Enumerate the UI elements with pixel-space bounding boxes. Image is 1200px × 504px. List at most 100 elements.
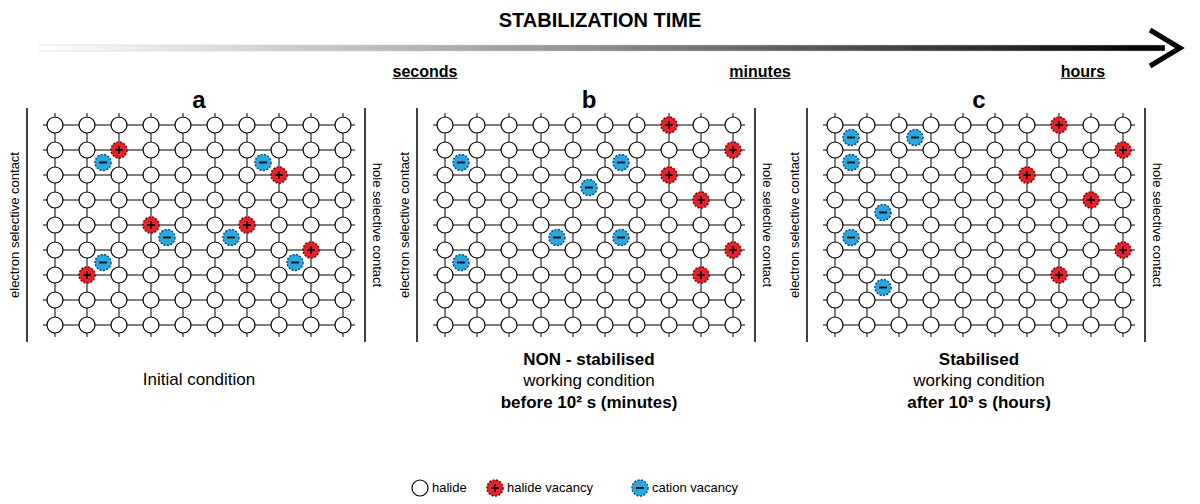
halide-site: [597, 142, 613, 158]
halide-site: [923, 117, 939, 133]
halide-site: [1115, 317, 1131, 333]
halide-site: [891, 167, 907, 183]
halide-site: [987, 192, 1003, 208]
halide-site: [725, 167, 741, 183]
halide-site: [501, 217, 517, 233]
legend-text: halide vacancy: [507, 481, 593, 496]
plus-sign: [1026, 171, 1028, 179]
halide-site: [533, 192, 549, 208]
halide-site: [239, 242, 255, 258]
halide-site: [693, 117, 709, 133]
plus-sign: [1058, 271, 1060, 279]
halide-site: [271, 192, 287, 208]
halide-site: [955, 192, 971, 208]
halide-site: [987, 242, 1003, 258]
halide-site: [79, 217, 95, 233]
halide-site: [437, 167, 453, 183]
halide-vacancy: [661, 117, 677, 133]
halide-site: [303, 117, 319, 133]
halide-site: [437, 317, 453, 333]
halide-site: [923, 292, 939, 308]
halide-site: [565, 267, 581, 283]
halide-vacancy: [1051, 117, 1067, 133]
halide-vacancy: [693, 192, 709, 208]
halide-site: [437, 292, 453, 308]
minus-sign: [847, 137, 855, 139]
halide-site: [469, 292, 485, 308]
halide-site: [271, 267, 287, 283]
halide-site: [629, 192, 645, 208]
halide-site: [1019, 117, 1035, 133]
halide-site: [955, 267, 971, 283]
halide-vacancy: [1019, 167, 1035, 183]
halide-site: [661, 142, 677, 158]
halide-vacancy: [111, 142, 127, 158]
halide-site: [597, 317, 613, 333]
time-arrow-shaft: [40, 45, 1165, 51]
halide-site: [47, 167, 63, 183]
plus-sign: [1090, 196, 1092, 204]
halide-site: [693, 167, 709, 183]
halide-site: [1083, 217, 1099, 233]
contact-label: electron selective contact: [8, 152, 23, 298]
halide-site: [207, 292, 223, 308]
halide-site: [923, 267, 939, 283]
plus-sign: [1058, 121, 1060, 129]
halide-site: [47, 142, 63, 158]
cation-vacancy: [907, 130, 923, 146]
halide-site: [533, 317, 549, 333]
minus-sign: [879, 212, 887, 214]
halide-site: [239, 167, 255, 183]
cation-vacancy: [287, 255, 303, 271]
cation-vacancy: [453, 255, 469, 271]
halide-site: [175, 292, 191, 308]
cation-vacancy: [95, 255, 111, 271]
cation-vacancy: [632, 480, 648, 496]
halide-site: [987, 142, 1003, 158]
plus-sign: [1122, 246, 1124, 254]
halide-site: [923, 217, 939, 233]
halide-site: [79, 142, 95, 158]
halide-site: [79, 242, 95, 258]
halide-site: [111, 267, 127, 283]
halide-vacancy: [1083, 192, 1099, 208]
halide-site: [629, 167, 645, 183]
halide-site: [1051, 192, 1067, 208]
minus-sign: [553, 237, 561, 239]
contact-line: [754, 108, 756, 342]
halide-site: [725, 117, 741, 133]
halide-site: [533, 292, 549, 308]
legend-sample: [412, 480, 428, 496]
halide-vacancy: [487, 480, 503, 496]
halide-site: [565, 317, 581, 333]
halide-site: [565, 142, 581, 158]
cation-vacancy: [223, 230, 239, 246]
cation-vacancy: [843, 155, 859, 171]
halide-site: [303, 142, 319, 158]
contact-line: [416, 108, 418, 342]
minus-sign: [227, 237, 235, 239]
halide-site: [827, 192, 843, 208]
halide-site: [143, 117, 159, 133]
halide-site: [597, 242, 613, 258]
lattices: [27, 108, 1145, 496]
time-label: seconds: [393, 63, 458, 81]
halide-site: [207, 117, 223, 133]
halide-site: [207, 217, 223, 233]
halide-site: [143, 167, 159, 183]
halide-site: [923, 192, 939, 208]
halide-site: [207, 142, 223, 158]
halide-site: [859, 292, 875, 308]
halide-site: [437, 142, 453, 158]
halide-site: [725, 317, 741, 333]
halide-site: [239, 192, 255, 208]
plus-sign: [86, 271, 88, 279]
halide-site: [597, 267, 613, 283]
halide-site: [891, 117, 907, 133]
halide-site: [79, 192, 95, 208]
halide-site: [111, 242, 127, 258]
halide-site: [412, 480, 428, 496]
halide-site: [1083, 292, 1099, 308]
halide-site: [629, 292, 645, 308]
